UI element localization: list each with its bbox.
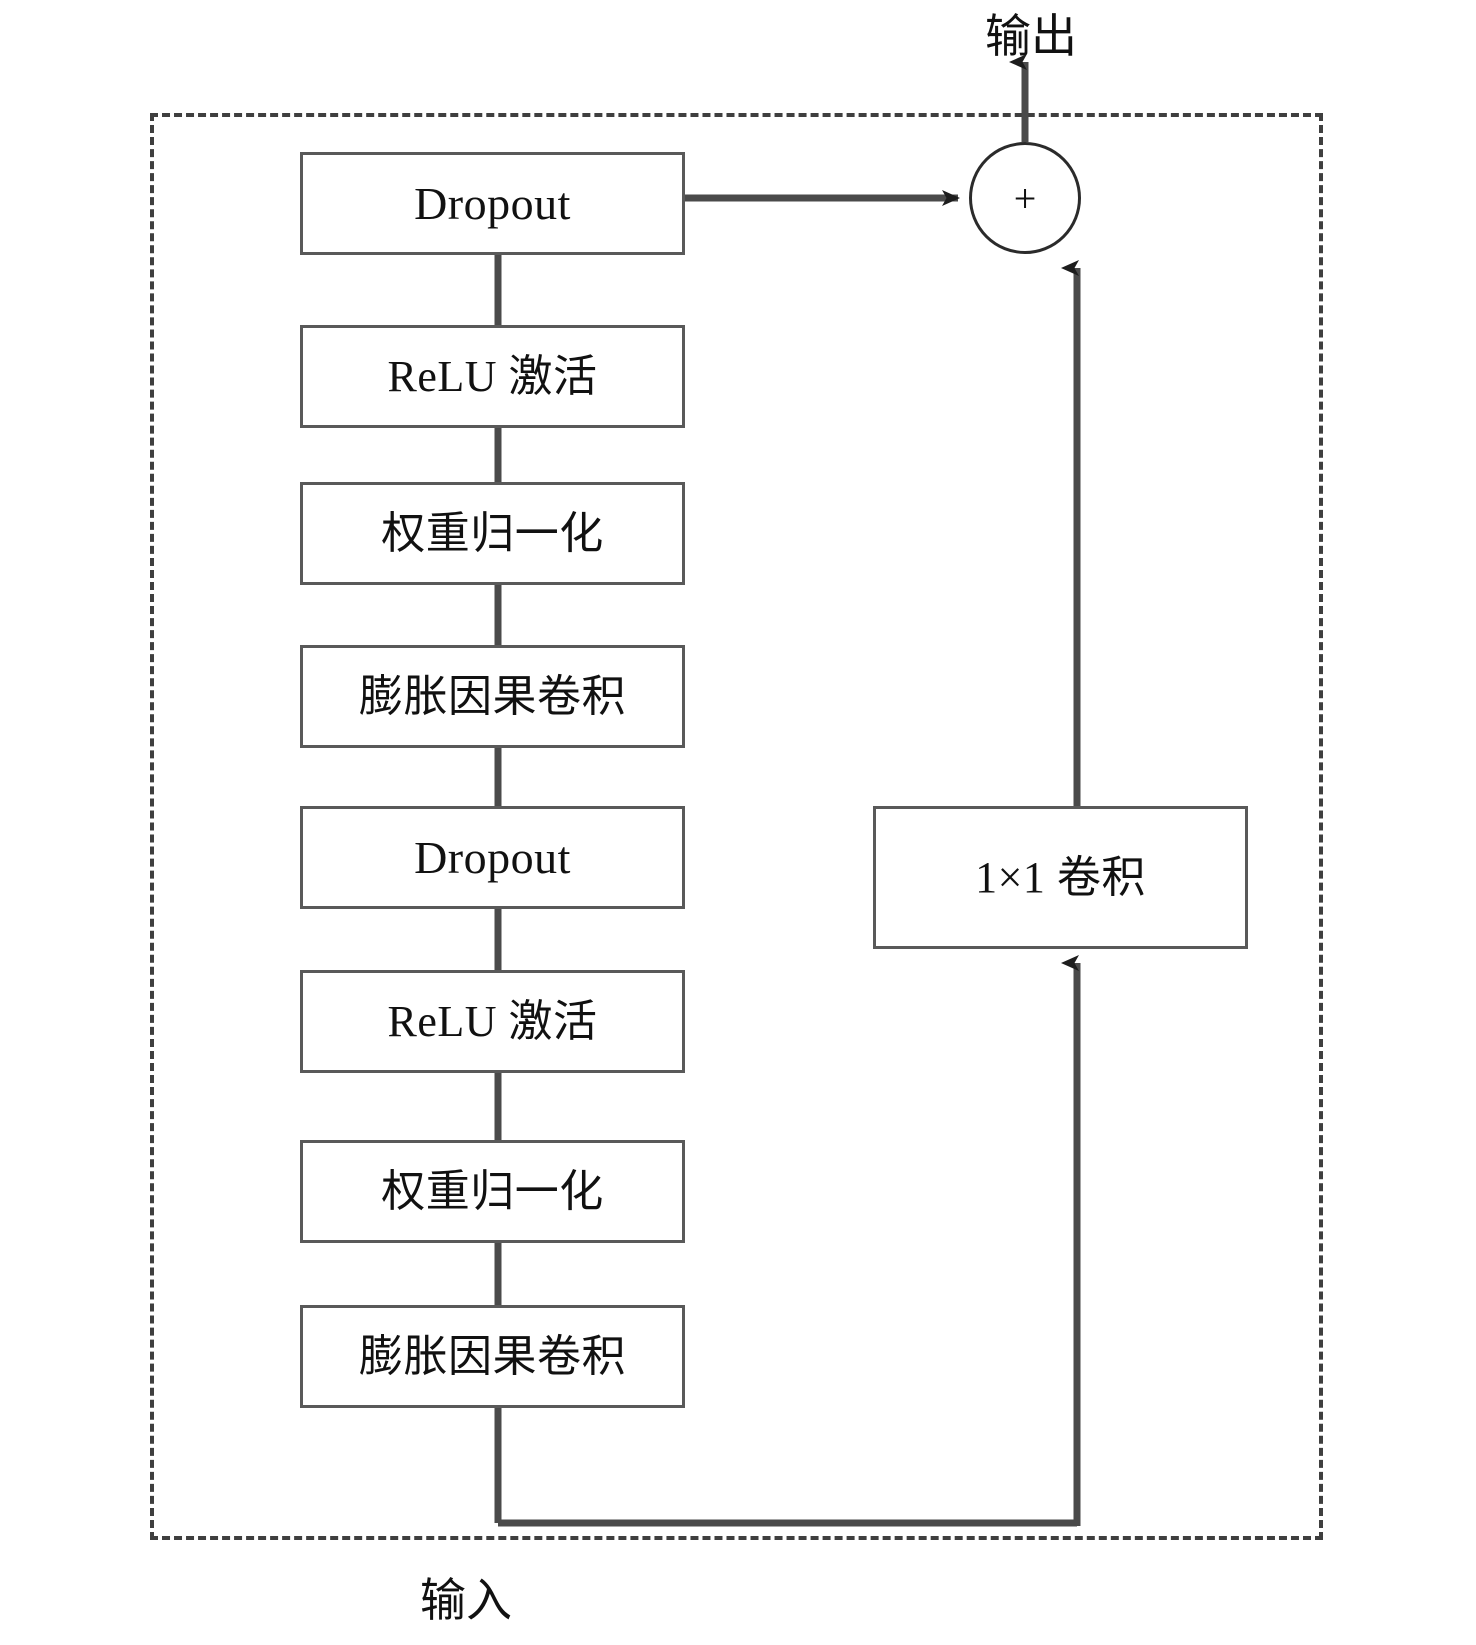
- plus-icon: +: [1013, 175, 1037, 221]
- block-relu-1[interactable]: ReLU 激活: [300, 970, 685, 1073]
- sum-node[interactable]: +: [969, 142, 1081, 254]
- block-label: 1×1 卷积: [975, 852, 1146, 902]
- block-label: 权重归一化: [381, 508, 604, 558]
- block-label: ReLU 激活: [387, 351, 598, 401]
- block-label: Dropout: [414, 177, 571, 229]
- output-label: 输出: [985, 11, 1077, 62]
- block-relu-2[interactable]: ReLU 激活: [300, 325, 685, 428]
- block-label: ReLU 激活: [387, 996, 598, 1046]
- block-label: 膨胀因果卷积: [359, 671, 626, 721]
- block-dilatedconv-2[interactable]: 膨胀因果卷积: [300, 645, 685, 748]
- block-dilatedconv-1[interactable]: 膨胀因果卷积: [300, 1305, 685, 1408]
- block-label: 膨胀因果卷积: [359, 1331, 626, 1381]
- block-dropout-2[interactable]: Dropout: [300, 152, 685, 255]
- block-conv1x1[interactable]: 1×1 卷积: [873, 806, 1248, 949]
- input-label: 输入: [420, 1575, 512, 1626]
- block-dropout-1[interactable]: Dropout: [300, 806, 685, 909]
- block-label: Dropout: [414, 831, 571, 883]
- block-label: 权重归一化: [381, 1166, 604, 1216]
- block-weightnorm-2[interactable]: 权重归一化: [300, 482, 685, 585]
- residual-block-boundary: [150, 113, 1323, 1540]
- block-weightnorm-1[interactable]: 权重归一化: [300, 1140, 685, 1243]
